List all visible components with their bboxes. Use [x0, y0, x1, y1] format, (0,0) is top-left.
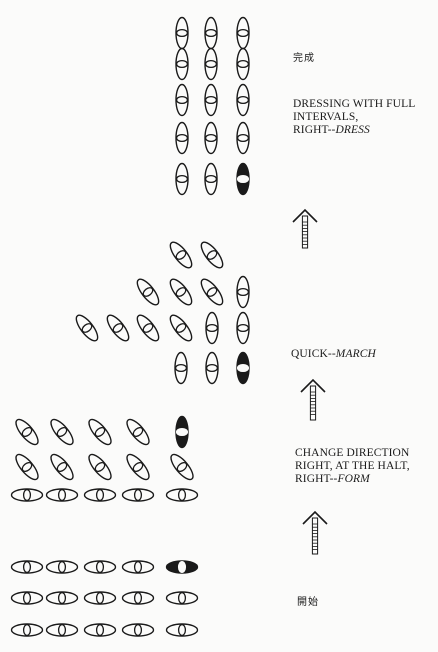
soldier-figure-icon	[83, 560, 117, 574]
caption-line: QUICK--MARCH	[291, 348, 376, 360]
soldier-figure-icon	[236, 311, 250, 345]
soldier-figure-icon	[169, 241, 193, 269]
soldier-figure-icon	[10, 591, 44, 605]
soldier-figure-icon	[204, 162, 218, 196]
soldier-figure-icon	[236, 121, 250, 155]
soldier-figure-icon	[83, 591, 117, 605]
soldier-figure-icon	[174, 351, 188, 385]
stage-label-start: 開始	[297, 597, 319, 608]
direction-arrow-icon	[292, 208, 318, 249]
soldier-figure-icon	[45, 488, 79, 502]
soldier-figure-icon	[169, 278, 193, 306]
soldier-figure-icon	[15, 453, 39, 481]
direction-arrow-icon	[302, 510, 328, 555]
direction-arrow-icon	[300, 378, 326, 421]
soldier-figure-icon	[200, 241, 224, 269]
caption-line: DRESSING WITH FULL	[293, 98, 416, 110]
soldier-figure-icon	[236, 47, 250, 81]
soldier-figure-icon	[121, 623, 155, 637]
soldier-figure-icon	[10, 560, 44, 574]
soldier-figure-icon	[204, 121, 218, 155]
soldier-figure-icon	[136, 314, 160, 342]
soldier-figure-icon	[121, 560, 155, 574]
soldier-figure-icon	[165, 591, 199, 605]
soldier-figure-icon	[205, 351, 219, 385]
soldier-figure-icon	[121, 488, 155, 502]
soldier-figure-icon	[175, 83, 189, 117]
soldier-figure-icon	[175, 16, 189, 50]
soldier-figure-icon	[165, 623, 199, 637]
soldier-figure-icon	[136, 278, 160, 306]
caption-line: RIGHT, AT THE HALT,	[295, 460, 410, 472]
guide-soldier-icon	[175, 415, 189, 449]
soldier-figure-icon	[205, 311, 219, 345]
soldier-figure-icon	[88, 418, 112, 446]
soldier-figure-icon	[50, 453, 74, 481]
guide-soldier-icon	[236, 351, 250, 385]
soldier-figure-icon	[45, 623, 79, 637]
soldier-figure-icon	[175, 121, 189, 155]
soldier-figure-icon	[10, 623, 44, 637]
caption-quick-march: QUICK--MARCH	[291, 348, 376, 361]
soldier-figure-icon	[170, 453, 194, 481]
soldier-figure-icon	[75, 314, 99, 342]
caption-line: RIGHT--FORM	[295, 473, 370, 485]
soldier-figure-icon	[126, 453, 150, 481]
soldier-figure-icon	[236, 16, 250, 50]
soldier-figure-icon	[83, 488, 117, 502]
soldier-figure-icon	[88, 453, 112, 481]
soldier-figure-icon	[126, 418, 150, 446]
soldier-figure-icon	[106, 314, 130, 342]
soldier-figure-icon	[236, 275, 250, 309]
soldier-figure-icon	[236, 83, 250, 117]
soldier-figure-icon	[200, 278, 224, 306]
soldier-figure-icon	[169, 314, 193, 342]
soldier-figure-icon	[15, 418, 39, 446]
soldier-figure-icon	[204, 47, 218, 81]
soldier-figure-icon	[45, 591, 79, 605]
caption-line: CHANGE DIRECTION	[295, 447, 410, 459]
soldier-figure-icon	[50, 418, 74, 446]
stage-label-complete: 完成	[293, 53, 315, 64]
guide-soldier-icon	[236, 162, 250, 196]
soldier-figure-icon	[175, 47, 189, 81]
soldier-figure-icon	[204, 16, 218, 50]
caption-line: RIGHT--DRESS	[293, 124, 370, 136]
soldier-figure-icon	[165, 488, 199, 502]
guide-soldier-icon	[165, 560, 199, 574]
caption-line: INTERVALS,	[293, 111, 359, 123]
soldier-figure-icon	[175, 162, 189, 196]
soldier-figure-icon	[10, 488, 44, 502]
soldier-figure-icon	[121, 591, 155, 605]
caption-change-direction: CHANGE DIRECTION RIGHT, AT THE HALT, RIG…	[295, 447, 410, 486]
soldier-figure-icon	[83, 623, 117, 637]
soldier-figure-icon	[204, 83, 218, 117]
caption-dressing: DRESSING WITH FULL INTERVALS, RIGHT--DRE…	[293, 98, 415, 137]
soldier-figure-icon	[45, 560, 79, 574]
